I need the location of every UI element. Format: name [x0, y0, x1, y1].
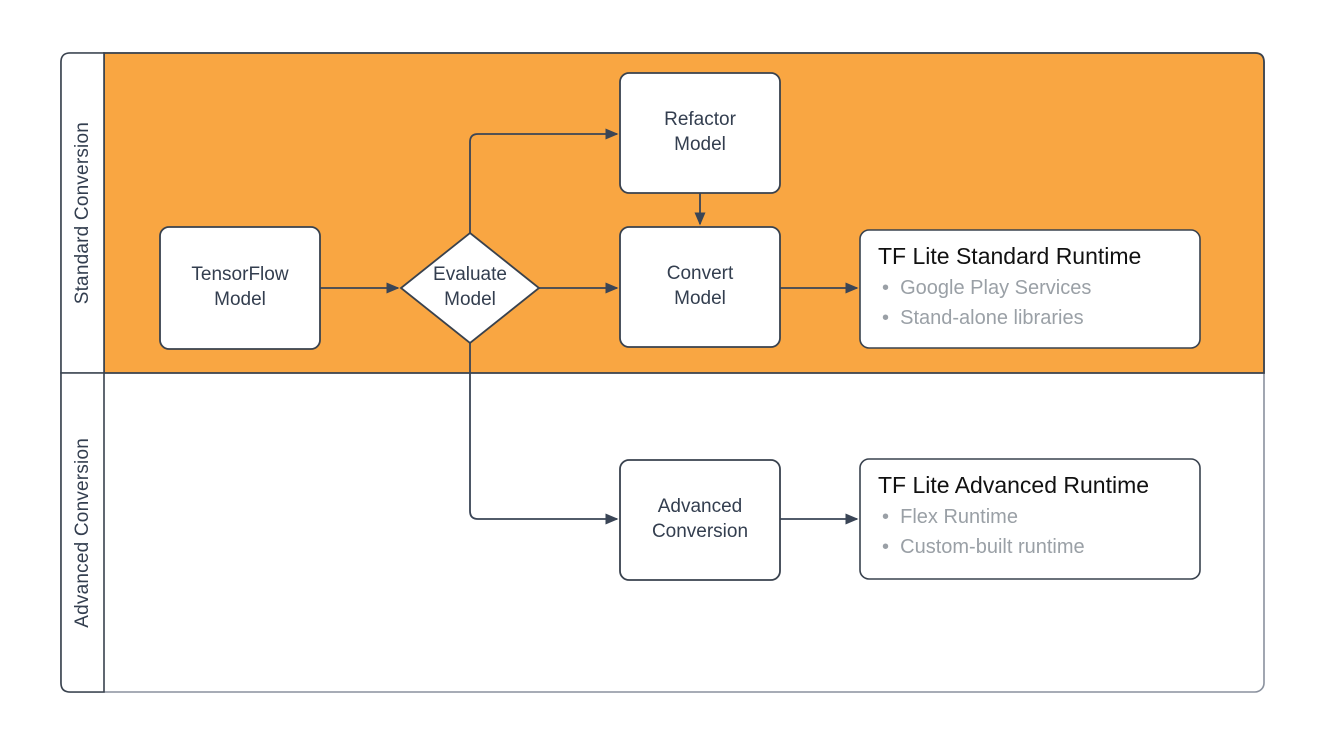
- lane-label-standard-conversion-cell: Standard Conversion: [61, 53, 104, 373]
- standard-runtime-bullet-list: Google Play Services Stand-alone librari…: [878, 273, 1190, 333]
- node-convert-model: Convert Model: [620, 227, 780, 347]
- node-tensorflow-model-shape: [159, 226, 321, 350]
- node-refactor-model-label: Refactor Model: [664, 109, 736, 155]
- node-refactor-model-shape: [619, 72, 781, 194]
- node-evaluate-model-label: Evaluate Model: [433, 264, 507, 310]
- lane-label-advanced-conversion-cell: Advanced Conversion: [61, 373, 104, 692]
- standard-runtime-bullet: Google Play Services: [882, 273, 1190, 303]
- node-refactor-model: Refactor Model: [620, 73, 780, 193]
- lane-label-standard-conversion: Standard Conversion: [71, 121, 93, 305]
- advanced-runtime-bullet-list: Flex Runtime Custom-built runtime: [878, 502, 1190, 562]
- lane-advanced-header-cell: [60, 372, 105, 693]
- node-tensorflow-model: TensorFlow Model: [160, 227, 320, 349]
- node-evaluate-model-shape: [399, 231, 541, 345]
- node-convert-model-label: Convert Model: [666, 263, 734, 309]
- node-advanced-conversion-label: Advanced Conversion: [651, 496, 749, 542]
- standard-runtime-bullet: Stand-alone libraries: [882, 303, 1190, 333]
- node-convert-model-shape: [619, 226, 781, 348]
- node-advanced-runtime: TF Lite Advanced Runtime Flex Runtime Cu…: [860, 459, 1200, 579]
- node-standard-runtime: TF Lite Standard Runtime Google Play Ser…: [860, 230, 1200, 348]
- node-tensorflow-model-label: TensorFlow Model: [191, 264, 289, 310]
- edge-evaluate-to-advanced-conversion: [469, 343, 619, 525]
- advanced-runtime-bullet: Flex Runtime: [882, 502, 1190, 532]
- edge-evaluate-to-refactor: [469, 128, 619, 233]
- lane-standard-header-cell: [60, 52, 105, 374]
- node-advanced-conversion: Advanced Conversion: [620, 460, 780, 580]
- node-advanced-conversion-shape: [619, 459, 781, 581]
- advanced-runtime-bullet: Custom-built runtime: [882, 532, 1190, 562]
- advanced-runtime-title: TF Lite Advanced Runtime: [878, 472, 1150, 498]
- standard-runtime-title: TF Lite Standard Runtime: [878, 243, 1142, 269]
- lane-label-advanced-conversion: Advanced Conversion: [71, 437, 93, 628]
- node-evaluate-model: Evaluate Model: [401, 233, 539, 343]
